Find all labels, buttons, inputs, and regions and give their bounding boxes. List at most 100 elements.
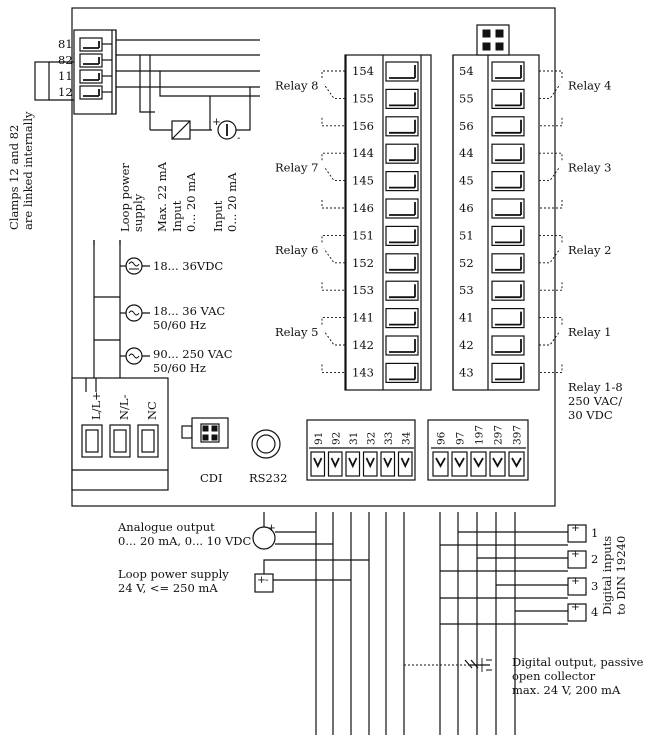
psu-ac-text-1: 18... 36 VAC: [153, 304, 225, 318]
relay-terminal-screw: [491, 362, 525, 383]
loop-power-out-label-2: 24 V, <= 250 mA: [118, 581, 218, 595]
plus-sign: +: [212, 116, 221, 128]
relay-contact-left: [321, 317, 345, 373]
bottom-terminal-screw: [432, 451, 449, 477]
relay-terminal-screw: [385, 280, 419, 301]
bottom-terminal-label: 297: [493, 425, 505, 445]
bottom-terminal-label: 91: [313, 432, 325, 445]
relay-terminal-label: 41: [459, 311, 474, 325]
lp-plus: +: [257, 574, 266, 586]
bottom-terminal-label: 197: [474, 425, 486, 445]
relay-terminal-label: 51: [459, 228, 474, 242]
psu-ac-text-2: 50/60 Hz: [153, 318, 206, 332]
relay-contact-right: [539, 70, 563, 127]
bottom-terminal-label: 97: [455, 432, 467, 445]
device-housing: [71, 7, 556, 507]
bottom-terminal-label: 32: [365, 432, 377, 445]
bottom-terminal-screw: [310, 451, 326, 477]
relay-terminal-screw: [491, 143, 525, 164]
relay-label-left: Relay 5: [275, 325, 318, 339]
relay-label-right: Relay 1: [568, 325, 611, 339]
terminal-label-12: 12: [58, 85, 73, 99]
relay-contacts: [321, 70, 563, 373]
relay-terminal-screw: [491, 198, 525, 219]
power-terminal-block: [71, 377, 169, 491]
relay-terminal-screw: [491, 171, 525, 192]
relay-rating-1: Relay 1-8: [568, 380, 623, 394]
bottom-terminal-screw: [508, 451, 525, 477]
relay-terminal-label: 55: [459, 91, 474, 105]
relay-terminal-screw: [385, 253, 419, 274]
relay-terminal-screw: [385, 88, 419, 110]
input2-label-2: 0... 20 mA: [225, 172, 239, 232]
cdi-connector[interactable]: [181, 417, 229, 449]
bottom-terminal-label: 397: [512, 425, 524, 445]
relay-terminal-screw: [491, 280, 525, 301]
di-plus: +: [571, 601, 580, 613]
relay-terminal-screw: [385, 335, 419, 356]
relay-terminal-label: 152: [352, 256, 374, 270]
relay-contact-left: [321, 234, 345, 291]
relay-terminal-label: 155: [352, 91, 374, 105]
relay-label-right: Relay 3: [568, 161, 611, 175]
terminal-label-11: 11: [58, 69, 73, 83]
psu-dc-text: 18... 36VDC: [153, 259, 223, 273]
digital-output-label-2: open collector: [512, 669, 596, 683]
relay-terminal-label: 142: [352, 338, 374, 352]
digital-input-number: 4: [591, 605, 598, 619]
bottom-terminal-label: 33: [383, 432, 395, 445]
relay-terminal-label: 53: [459, 283, 474, 297]
terminal-label-81: 81: [58, 37, 73, 51]
relay-label-left: Relay 8: [275, 78, 318, 92]
relay-terminal-label: 143: [352, 365, 374, 379]
loop-power-label-1: Loop power: [118, 163, 132, 232]
input1-label-1: Input: [170, 200, 184, 232]
analogue-output-label-2: 0... 20 mA, 0... 10 VDC: [118, 534, 252, 548]
clamps-note-1: Clamps 12 and 82: [7, 125, 21, 230]
relay-terminal-label: 52: [459, 256, 474, 270]
input2-label-1: Input: [211, 200, 225, 232]
digital-output-label-3: max. 24 V, 200 mA: [512, 683, 621, 697]
bottom-terminal-label: 34: [400, 431, 412, 445]
terminal-label-nc: NC: [145, 401, 159, 420]
di-plus: +: [571, 575, 580, 587]
relay-label-right: Relay 2: [568, 243, 611, 257]
psu-hv-text-1: 90... 250 VAC: [153, 347, 233, 361]
relay-terminal-label: 45: [459, 174, 474, 188]
digital-input-box-4: [567, 603, 587, 622]
relay-terminal-screw: [385, 143, 419, 164]
bottom-terminal-screw: [489, 451, 506, 477]
bottom-terminal-label: 92: [330, 432, 342, 445]
relay-terminal-screw: [385, 116, 419, 137]
relay-terminal-screw: [491, 225, 525, 246]
relay-contact-left: [321, 152, 345, 209]
loop-power-label-2: supply: [131, 193, 145, 232]
terminal-label-82: 82: [58, 53, 73, 67]
clamps-note-2: are linked internally: [21, 111, 35, 230]
relay-terminal-screw: [385, 225, 419, 246]
bottom-terminal-screw: [380, 451, 396, 477]
bottom-terminal-screw: [327, 451, 343, 477]
relay-terminal-screw: [491, 308, 525, 329]
relay-terminal-label: 153: [352, 283, 374, 297]
power-supply-section: [93, 240, 150, 378]
relay-terminal-label: 144: [352, 146, 374, 160]
relay-terminal-label: 46: [459, 201, 474, 215]
relay-contact-right: [539, 234, 563, 291]
digital-inputs-label-2: to DIN 19240: [614, 536, 628, 615]
relay-contact-left: [321, 70, 345, 127]
bottom-terminal-screw: [470, 451, 487, 477]
digital-output-label-1: Digital output, passive: [512, 655, 644, 669]
relay-terminal-label: 56: [459, 119, 474, 133]
bottom-terminal-label: 96: [436, 431, 448, 445]
ao-plus: +: [267, 522, 276, 534]
external-wiring: +1+2+3+4: [252, 512, 598, 735]
rs232-connector[interactable]: [251, 429, 281, 459]
relay-terminal-label: 42: [459, 338, 474, 352]
relay-contact-right: [539, 317, 563, 373]
dc-supply-icon: [125, 257, 143, 275]
relay-terminal-label: 43: [459, 365, 474, 379]
rs232-label: RS232: [249, 471, 288, 485]
